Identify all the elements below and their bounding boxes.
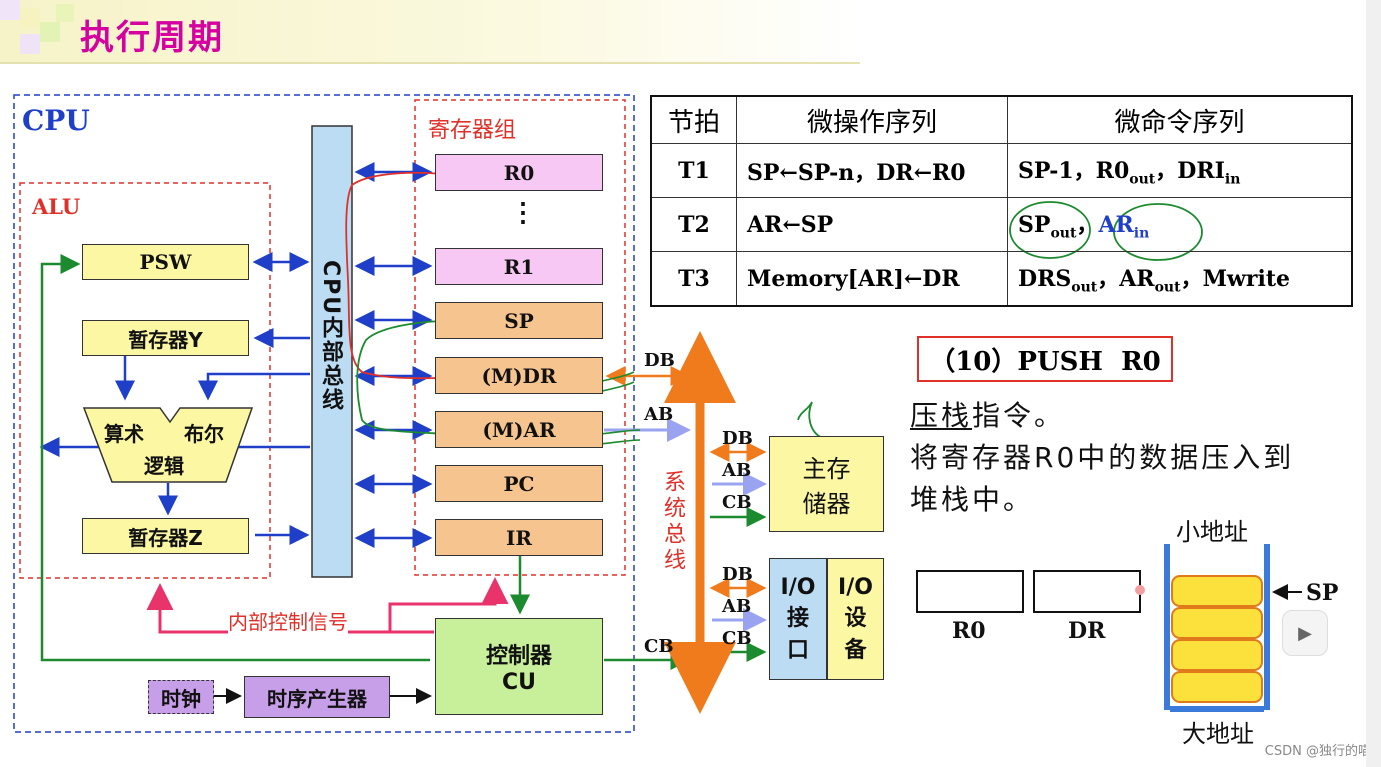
- io-device-l1: I/O: [838, 574, 873, 600]
- cmd-sub: out: [1050, 225, 1077, 242]
- title-bar: [0, 0, 860, 62]
- io-device-l2: 设: [844, 605, 867, 631]
- io-interface-l3: 口: [786, 637, 809, 663]
- cmd-sub: in: [1224, 171, 1241, 188]
- io-device: I/O 设 备: [827, 558, 884, 680]
- register-sp: SP: [435, 302, 603, 339]
- cmd-text: SP-1，R0: [1018, 158, 1130, 185]
- alu-bool-label: 布尔: [184, 422, 224, 446]
- micro-op-table: 节拍 微操作序列 微命令序列 T1 SP←SP-n，DR←R0 SP-1，R0o…: [650, 95, 1353, 307]
- internal-control-signal-label: 内部控制信号: [228, 606, 348, 635]
- cmd-text: ，DRI: [1155, 158, 1225, 185]
- register-r1: R1: [435, 248, 603, 285]
- title-divider: [0, 62, 860, 64]
- cmd-text: AR: [1098, 212, 1134, 239]
- io-interface-l1: I/O: [780, 574, 816, 600]
- alu-logic-label: 逻辑: [144, 454, 184, 478]
- table-row: T3 Memory[AR]←DR DRSout，ARout，Mwrite: [650, 251, 1353, 307]
- header-beat: 节拍: [650, 95, 737, 144]
- cmd-sub: out: [1154, 279, 1181, 296]
- control-unit-line2: CU: [501, 670, 536, 695]
- control-unit: 控制器 CU: [435, 618, 603, 715]
- beat-cell: T2: [650, 197, 737, 252]
- header-micro-cmds: 微命令序列: [1007, 95, 1353, 144]
- cpu-label: CPU: [22, 104, 90, 137]
- io-interface-l2: 接: [786, 605, 809, 631]
- register-r0: R0: [435, 154, 603, 191]
- register-ellipsis: ⋮: [510, 198, 536, 228]
- dr-box-label: DR: [1068, 618, 1106, 644]
- r0-box-label: R0: [952, 618, 986, 644]
- cmd-text: ，Mwrite: [1180, 266, 1290, 293]
- register-mdr: (M)DR: [435, 357, 603, 394]
- memory-line2: 储器: [802, 490, 851, 518]
- cmd-cell: SP-1，R0out，DRIin: [1007, 143, 1353, 198]
- scrollbar[interactable]: [1366, 0, 1381, 767]
- instruction-label: （10）PUSH R0: [917, 336, 1173, 382]
- sp-pointer-label: SP: [1306, 580, 1339, 606]
- alu-arith-label: 算术: [104, 422, 144, 446]
- cmd-cell: DRSout，ARout，Mwrite: [1007, 251, 1353, 307]
- instruction-line1: 压栈指令。: [910, 399, 1066, 432]
- cb-tag-mem: CB: [722, 492, 752, 513]
- alu-label: ALU: [32, 194, 81, 219]
- temp-register-z: 暂存器Z: [82, 518, 249, 554]
- clock-box: 时钟: [148, 680, 214, 714]
- cmd-sub: out: [1071, 279, 1098, 296]
- ab-tag-io: AB: [722, 596, 752, 617]
- register-ir: IR: [435, 519, 603, 556]
- cmd-text: DRS: [1018, 266, 1072, 293]
- memory-line1: 主存: [802, 455, 851, 483]
- control-unit-line1: 控制器: [485, 644, 552, 669]
- internal-bus-label: CPU内部总线: [318, 260, 343, 413]
- db-tag-cpu: DB: [644, 350, 675, 371]
- cb-tag-cpu: CB: [644, 636, 674, 657]
- header-micro-ops: 微操作序列: [736, 95, 1008, 144]
- instruction-line3: 堆栈中。: [910, 483, 1035, 516]
- cmd-sub: out: [1129, 171, 1156, 188]
- ab-tag-cpu: AB: [644, 404, 674, 425]
- db-tag-io: DB: [722, 564, 753, 585]
- large-address-label: 大地址: [1182, 720, 1254, 748]
- page-title: 执行周期: [80, 18, 224, 58]
- beat-cell: T3: [650, 251, 737, 307]
- instruction-line2: 将寄存器R0中的数据压入到: [910, 441, 1295, 474]
- main-memory: 主存 储器: [769, 436, 884, 532]
- system-bus-label: 系统总线: [660, 470, 685, 574]
- cmd-text: ，AR: [1097, 266, 1155, 293]
- temp-register-y: 暂存器Y: [82, 320, 249, 356]
- cb-tag-io: CB: [722, 628, 752, 649]
- underline: [910, 428, 972, 430]
- watermark: CSDN @独行的喵: [1264, 744, 1371, 759]
- table-row: T1 SP←SP-n，DR←R0 SP-1，R0out，DRIin: [650, 143, 1353, 198]
- register-pc: PC: [435, 465, 603, 502]
- io-interface: I/O 接 口: [769, 558, 827, 680]
- op-cell: Memory[AR]←DR: [736, 251, 1008, 307]
- cmd-text: SP: [1018, 212, 1051, 239]
- db-tag-mem: DB: [722, 428, 753, 449]
- timing-generator: 时序产生器: [244, 676, 390, 718]
- cmd-text: ，: [1076, 212, 1099, 239]
- play-icon[interactable]: ▶: [1282, 610, 1328, 656]
- regfile-label: 寄存器组: [428, 118, 517, 143]
- psw-register: PSW: [82, 244, 249, 280]
- table-header-row: 节拍 微操作序列 微命令序列: [650, 95, 1353, 144]
- cmd-cell: SPout，ARin: [1007, 197, 1353, 252]
- register-mar: (M)AR: [435, 411, 603, 448]
- io-device-l3: 备: [844, 637, 867, 663]
- ab-tag-mem: AB: [722, 460, 752, 481]
- op-cell: AR←SP: [736, 197, 1008, 252]
- op-cell: SP←SP-n，DR←R0: [736, 143, 1008, 198]
- beat-cell: T1: [650, 143, 737, 198]
- cmd-sub: in: [1133, 225, 1150, 242]
- table-row: T2 AR←SP SPout，ARin: [650, 197, 1353, 252]
- small-address-label: 小地址: [1176, 518, 1248, 546]
